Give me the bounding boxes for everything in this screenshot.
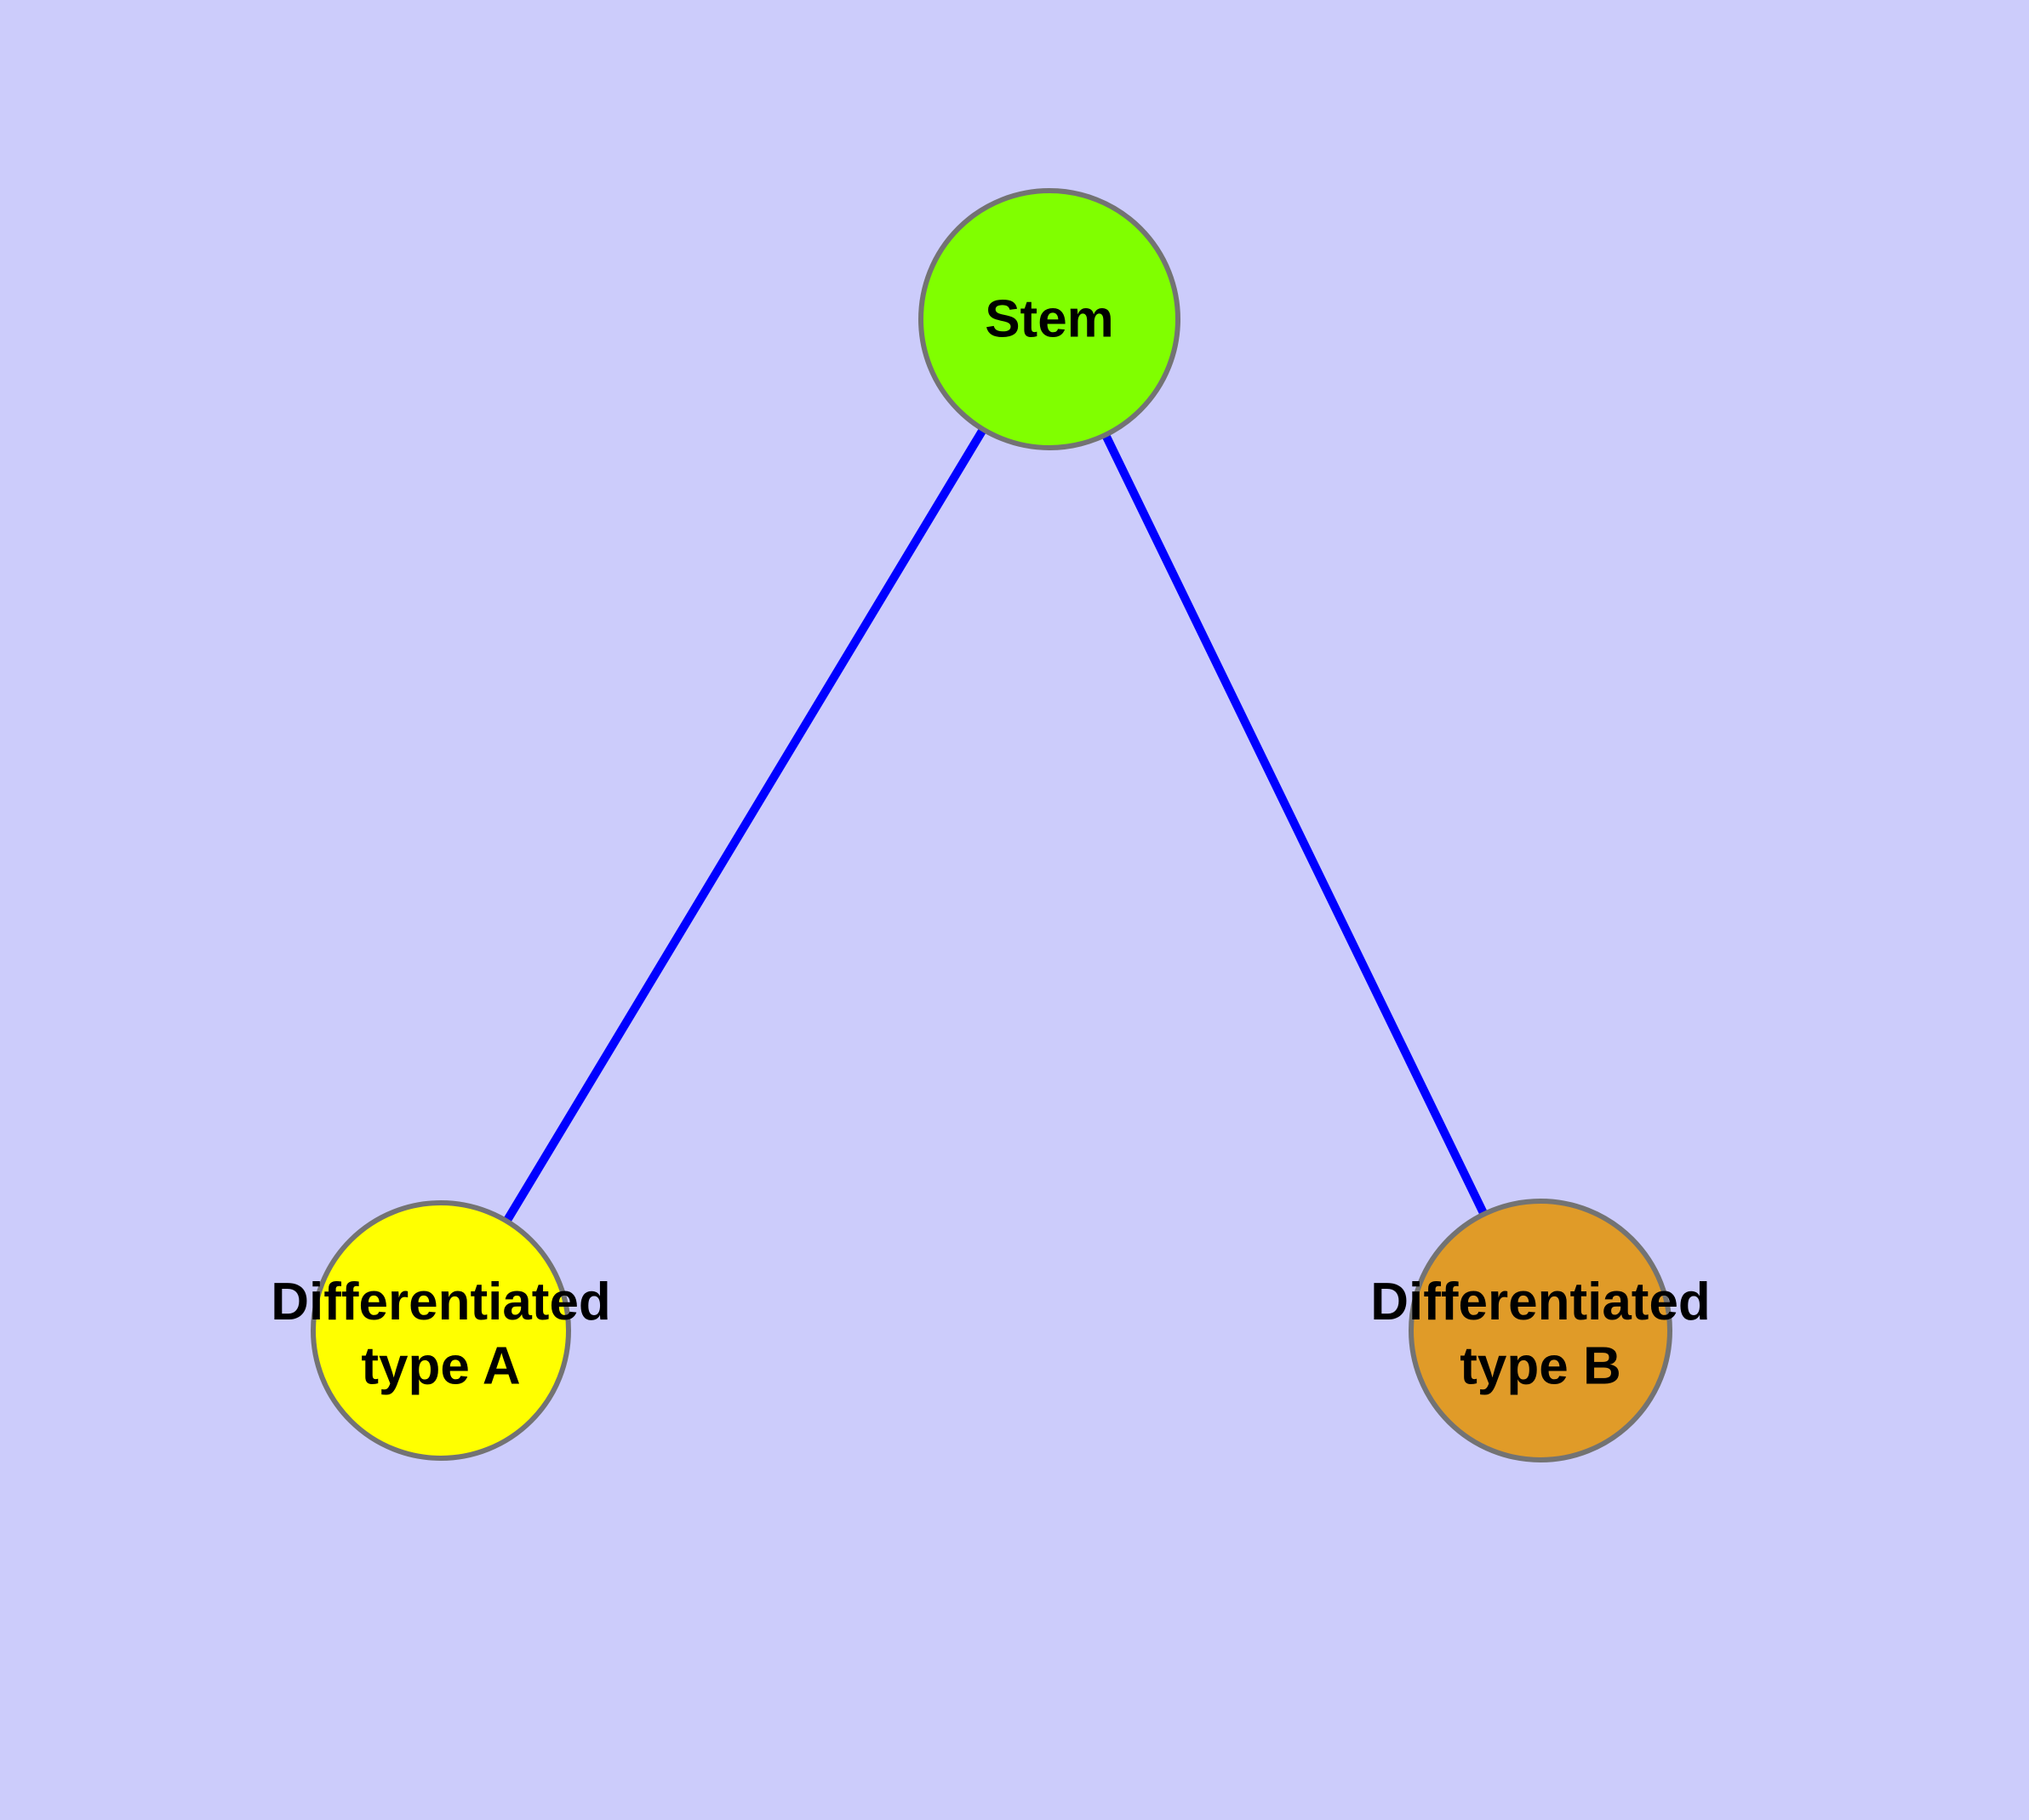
node-stem-label: Stem bbox=[985, 290, 1114, 349]
node-differentiated-type-b-label-line1: Differentiated bbox=[1370, 1273, 1711, 1331]
edge-stem-to-differentiated-type-a[interactable] bbox=[503, 426, 987, 1224]
edge-stem-to-differentiated-type-b[interactable] bbox=[1101, 432, 1489, 1216]
node-differentiated-type-b-circle[interactable] bbox=[1409, 1199, 1672, 1462]
node-stem-circle[interactable] bbox=[918, 188, 1180, 450]
node-differentiated-type-b[interactable]: Differentiated type B bbox=[1370, 1199, 1711, 1462]
node-stem[interactable]: Stem bbox=[918, 188, 1180, 450]
node-differentiated-type-a-label-line2: type A bbox=[361, 1337, 520, 1396]
node-differentiated-type-a-label-line1: Differentiated bbox=[271, 1273, 611, 1331]
node-differentiated-type-a-circle[interactable] bbox=[311, 1200, 571, 1461]
node-differentiated-type-b-label-line2: type B bbox=[1460, 1337, 1620, 1396]
edge-group bbox=[503, 426, 1489, 1224]
node-differentiated-type-a[interactable]: Differentiated type A bbox=[271, 1200, 611, 1461]
